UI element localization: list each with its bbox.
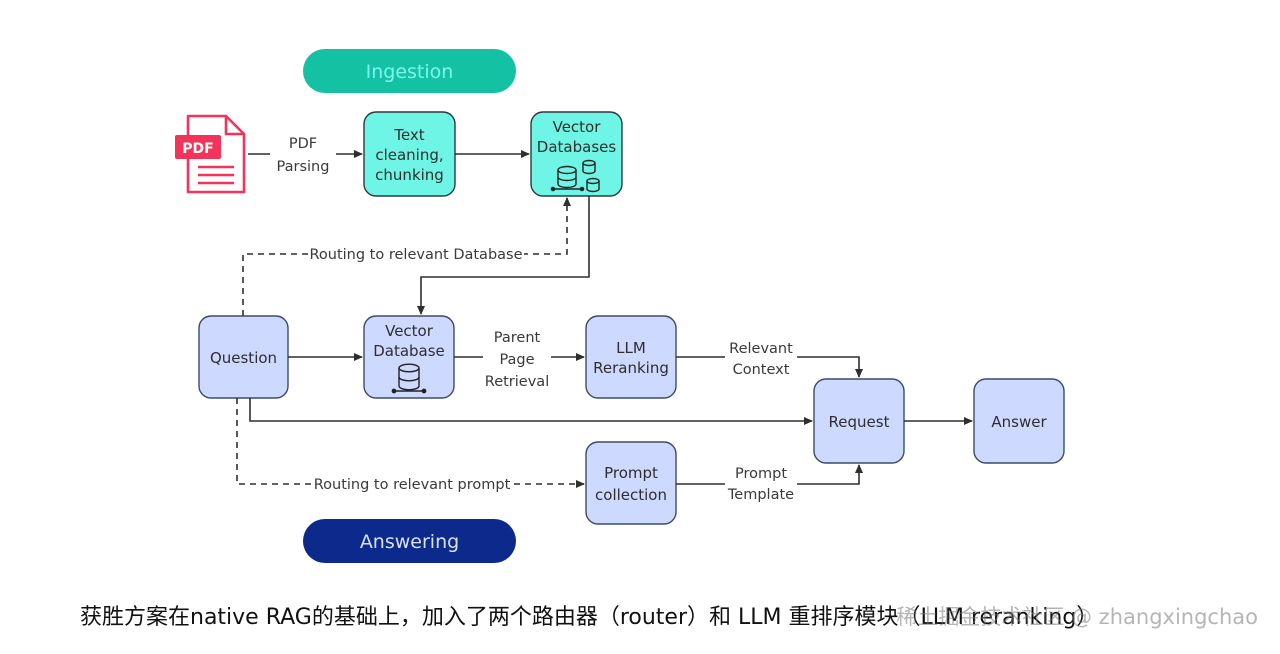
edge-label-routing-prompt: Routing to relevant prompt	[314, 477, 511, 493]
node-prompt-collection-line1: Prompt	[604, 464, 658, 482]
node-request: Request	[813, 378, 905, 464]
edge-vector-databases-to-vector-database	[417, 196, 590, 315]
database-icon	[391, 363, 427, 394]
edge-label-relevant: Relevant	[729, 341, 793, 357]
edge-label-parsing: Parsing	[277, 159, 330, 175]
edge-label-pdf: PDF	[289, 136, 317, 152]
node-text-cleaning-line3: chunking	[375, 166, 444, 184]
node-vector-database-line2: Database	[373, 342, 445, 360]
ingestion-pill: Ingestion	[303, 49, 516, 93]
node-text-cleaning-line2: cleaning,	[375, 146, 443, 164]
edge-routing-to-prompt	[236, 398, 585, 488]
answering-pill: Answering	[303, 519, 516, 563]
node-text-cleaning: Text cleaning, chunking	[363, 111, 456, 197]
node-text-cleaning-line1: Text	[393, 126, 424, 144]
edge-label-template: Template	[727, 487, 794, 503]
edge-label-parent: Parent	[494, 330, 541, 346]
edge-question-to-request	[249, 398, 813, 425]
node-question: Question	[198, 315, 289, 399]
database-cluster-icon	[550, 159, 600, 193]
pdf-file-icon: PDF	[175, 114, 246, 194]
node-vector-databases: Vector Databases	[530, 111, 623, 197]
node-vector-databases-line1: Vector	[553, 118, 602, 136]
answering-label: Answering	[360, 531, 459, 553]
edge-label-prompt: Prompt	[735, 466, 787, 482]
caption: 获胜方案在native RAG的基础上，加入了两个路由器（router）和 LL…	[80, 605, 1099, 630]
node-request-label: Request	[829, 413, 890, 431]
node-vector-database-line1: Vector	[385, 322, 434, 340]
edge-label-routing-database: Routing to relevant Database	[309, 247, 522, 263]
node-prompt-collection: Prompt collection	[585, 441, 677, 525]
node-answer: Answer	[973, 378, 1065, 464]
pdf-badge-text: PDF	[182, 141, 213, 157]
node-question-label: Question	[210, 349, 277, 367]
node-llm-reranking-line1: LLM	[616, 339, 646, 357]
node-vector-database: Vector Database	[363, 315, 455, 399]
node-prompt-collection-line2: collection	[595, 486, 667, 504]
edge-label-retrieval: Retrieval	[485, 374, 549, 390]
ingestion-label: Ingestion	[366, 61, 454, 83]
node-llm-reranking-line2: Reranking	[593, 359, 669, 377]
watermark: 稀土掘金技术社区 @ zhangxingchao	[896, 605, 1258, 629]
node-llm-reranking: LLM Reranking	[585, 315, 677, 399]
node-vector-databases-line2: Databases	[537, 138, 617, 156]
node-answer-label: Answer	[991, 413, 1047, 431]
edge-label-page: Page	[499, 352, 534, 368]
edge-label-context: Context	[733, 362, 790, 378]
